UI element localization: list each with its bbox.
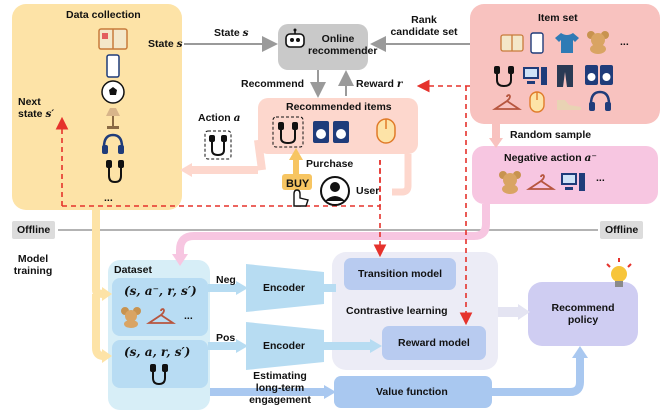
encoder-neg-shape — [246, 264, 324, 312]
negative-action-title: Negative action a⁻ — [504, 152, 597, 164]
negative-computer-icon — [561, 173, 585, 191]
dataset-title: Dataset — [114, 264, 152, 276]
recommended-items-title: Recommended items — [286, 101, 392, 113]
teddy-bear-icon — [587, 31, 609, 54]
rank-candidate-label: Rank candidate set — [390, 14, 458, 38]
online-recommender-label: Online recommender — [308, 33, 378, 57]
data-collection-title: Data collection — [66, 9, 141, 21]
encoder-neg-label: Encoder — [263, 282, 306, 294]
recommend-policy-label: Recommend policy — [551, 302, 615, 326]
data-collection-ellipsis: ... — [104, 192, 113, 204]
negative-hanger-icon — [526, 174, 556, 190]
state-label-group: State s — [148, 38, 183, 50]
speaker-icon — [313, 121, 349, 143]
dataset-earphones-icon — [150, 364, 168, 386]
encoder-pos-label: Encoder — [263, 340, 306, 352]
item-set-ellipsis-1: ... — [620, 36, 629, 48]
next-state-label: Next state s′ — [18, 96, 55, 120]
phone-icon — [106, 54, 120, 78]
item-phone-icon — [530, 32, 544, 54]
pos-label: Pos — [216, 332, 236, 344]
value-function-box — [334, 376, 492, 408]
negative-teddy-bear-icon — [499, 171, 521, 194]
lamp-icon — [106, 108, 120, 129]
pos-tuple: (s, a, r, s′) — [124, 345, 191, 359]
neg-tuple: (s, a⁻, r, s′) — [124, 284, 197, 298]
reward-model-label: Reward model — [398, 337, 470, 349]
estimating-label: Estimating long-term engagement — [249, 370, 311, 406]
item-mouse-icon — [529, 91, 545, 113]
negative-ellipsis: ... — [596, 172, 605, 184]
item-earphones-icon — [494, 66, 514, 88]
shoe-icon — [557, 100, 581, 110]
user-label: User — [356, 185, 380, 197]
state-arrow-label: State s — [214, 27, 249, 39]
contrastive-learning-label: Contrastive learning — [346, 305, 448, 317]
encoder-pos-shape — [246, 322, 324, 370]
purchase-label: Purchase — [306, 158, 354, 170]
state-label: State — [148, 38, 174, 50]
earphones-buy-icon — [272, 116, 304, 148]
model-training-label: Model training — [13, 253, 53, 277]
dataset-ellipsis: ... — [184, 310, 193, 322]
recommend-arrow-label: Recommend — [241, 78, 305, 90]
random-sample-label: Random sample — [510, 129, 592, 141]
book-icon — [98, 28, 128, 50]
action-label-group: Action a — [198, 112, 241, 124]
item-headphones-icon — [589, 90, 611, 111]
transition-model-box — [344, 258, 456, 290]
robot-icon — [285, 28, 305, 48]
hand-cursor-icon: BUY — [282, 174, 312, 207]
neg-label: Neg — [216, 274, 236, 286]
data-collection-panel — [12, 4, 182, 210]
offline-tag-left: Offline — [12, 221, 56, 239]
soccer-ball-icon — [101, 80, 125, 104]
action-earphones-icon — [204, 130, 232, 160]
pos-tuple-box — [112, 340, 208, 388]
reward-model-box — [382, 326, 486, 360]
headphones-icon — [102, 133, 124, 154]
svg-text:BUY: BUY — [286, 178, 310, 190]
user-icon — [320, 176, 350, 206]
dataset-teddy-bear-icon — [121, 307, 141, 328]
computer-icon — [523, 67, 547, 85]
item-set-title: Item set — [538, 12, 578, 24]
tshirt-icon — [555, 33, 579, 53]
offline-tag-right: Offline — [600, 221, 644, 239]
value-function-label: Value function — [376, 386, 448, 398]
earphones-icon — [106, 160, 124, 184]
transition-model-label: Transition model — [358, 268, 443, 280]
dataset-hanger-icon — [146, 308, 176, 324]
item-speaker-icon — [585, 65, 613, 85]
state-var: s — [176, 38, 183, 50]
lightbulb-icon — [606, 258, 632, 287]
jeans-icon — [557, 65, 573, 87]
reward-label-group: Reward r — [356, 78, 403, 90]
hanger-icon — [492, 94, 522, 110]
mouse-icon — [376, 118, 396, 144]
item-set-panel — [470, 4, 660, 124]
item-book-icon — [500, 34, 524, 52]
recommend-policy-box — [528, 282, 638, 346]
